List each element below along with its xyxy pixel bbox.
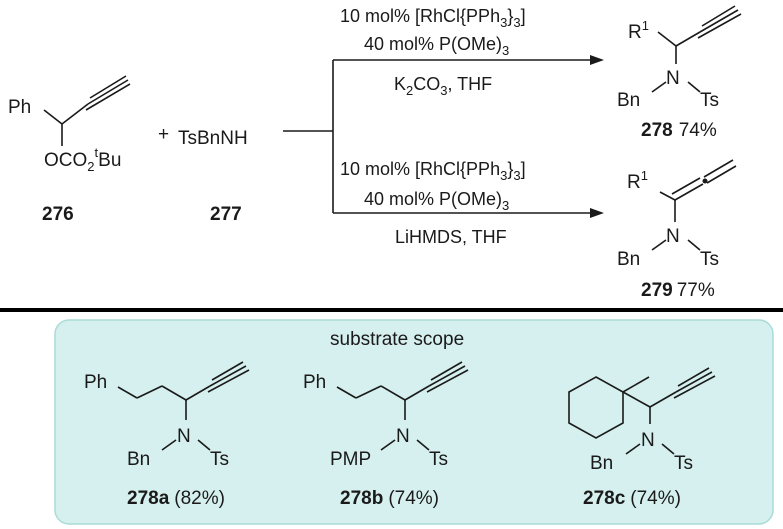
bn-label: Bn <box>617 249 640 270</box>
phenyl-label: Ph <box>84 372 107 393</box>
top-arrowhead <box>590 55 604 65</box>
bond <box>136 385 163 399</box>
compound-278b: Ph N PMP Ts 278b(74%) <box>303 361 469 509</box>
compound-278a: Ph N Bn Ts 278a(82%) <box>84 361 250 509</box>
bond <box>687 239 701 251</box>
scope-panel <box>54 319 774 525</box>
r1-label: R1 <box>628 18 649 43</box>
compound-276: Ph OCO2tBu 276 <box>8 75 131 225</box>
bond <box>659 191 676 201</box>
bottom-conditions: 10 mol% [RhCl{PPh3}3] 40 mol% P(OMe)3 Li… <box>340 159 526 247</box>
bond <box>661 443 675 455</box>
scope-278a-caption: 278a(82%) <box>127 488 225 509</box>
bond <box>380 385 406 401</box>
pmp-label: PMP <box>330 449 371 470</box>
bottom-base-solvent: LiHMDS, THF <box>395 227 507 247</box>
section-divider <box>0 308 783 312</box>
bond <box>185 385 211 401</box>
alkyne-triple-bond <box>697 5 742 39</box>
bond <box>404 385 430 401</box>
bond <box>622 376 650 393</box>
ts-label: Ts <box>429 449 448 470</box>
scope-278c-caption: 278c(74%) <box>583 488 681 509</box>
bn-label: Bn <box>617 90 640 111</box>
reaction-arrows <box>283 55 604 218</box>
bond <box>687 81 701 93</box>
bond <box>161 385 187 401</box>
bn-label: Bn <box>127 449 150 470</box>
allene-double-bonds <box>671 159 737 201</box>
bond <box>161 439 177 451</box>
bond <box>380 439 396 451</box>
ts-label: Ts <box>210 449 229 470</box>
top-conditions: 10 mol% [RhCl{PPh3}3] 40 mol% P(OMe)3 K2… <box>340 6 526 98</box>
bond <box>675 31 701 47</box>
bond <box>649 391 677 408</box>
tsbnnh-label: TsBnNH <box>178 128 248 149</box>
bond <box>336 386 357 399</box>
bond <box>651 239 667 251</box>
alkyne-triple-bond <box>673 367 716 399</box>
scope-278b-caption: 278b(74%) <box>340 488 439 509</box>
bottom-arrowhead <box>590 208 604 218</box>
nitrogen-label: N <box>641 430 655 451</box>
alkyne-triple-bond <box>207 361 250 393</box>
bond <box>622 391 651 408</box>
bond <box>657 31 677 47</box>
bond <box>416 439 430 451</box>
bond <box>625 443 641 455</box>
r1-label: R1 <box>627 168 648 193</box>
bond <box>355 385 382 399</box>
nitrogen-label: N <box>666 68 680 89</box>
top-ligand: 40 mol% P(OMe)3 <box>364 34 509 58</box>
alkyne-triple-bond <box>426 361 469 393</box>
ts-label: Ts <box>674 453 693 474</box>
nitrogen-label: N <box>666 226 680 247</box>
phenyl-label: Ph <box>303 372 326 393</box>
compound-278c: N Bn Ts 278c(74%) <box>568 367 716 509</box>
plus-sign: + <box>158 124 169 145</box>
phenyl-label: Ph <box>8 97 31 118</box>
top-catalyst: 10 mol% [RhCl{PPh3}3] <box>340 6 526 30</box>
bottom-catalyst: 10 mol% [RhCl{PPh3}3] <box>340 159 526 183</box>
compound-number-277: 277 <box>210 204 242 225</box>
top-base-solvent: K2CO3, THF <box>394 74 492 98</box>
bottom-ligand: 40 mol% P(OMe)3 <box>364 189 509 213</box>
bond <box>651 81 667 93</box>
ts-label: Ts <box>700 249 719 270</box>
compound-number-276: 276 <box>42 204 74 225</box>
compound-277: TsBnNH 277 <box>178 128 248 225</box>
scope-title: substrate scope <box>330 329 464 350</box>
bond <box>197 439 211 451</box>
alkyne-triple-bond <box>85 75 131 111</box>
bond <box>43 109 63 125</box>
ts-label: Ts <box>700 90 719 111</box>
ester-label: OCO2tBu <box>44 145 121 174</box>
bond <box>117 386 138 399</box>
nitrogen-label: N <box>177 426 191 447</box>
nitrogen-label: N <box>396 426 410 447</box>
bn-label: Bn <box>590 453 613 474</box>
bond <box>61 103 89 125</box>
